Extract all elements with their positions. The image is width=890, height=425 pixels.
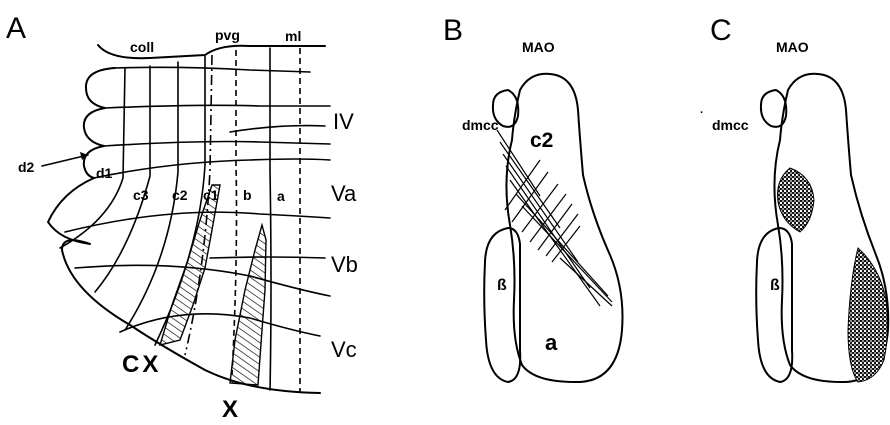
label-d2: d2 bbox=[18, 159, 35, 175]
panel-b: B MAO dmcc c2 ß a bbox=[443, 14, 623, 382]
label-c1: c1 bbox=[203, 187, 219, 203]
panel-b-mao-body bbox=[506, 74, 622, 382]
row-line-3 bbox=[104, 142, 330, 147]
row-line-2 bbox=[105, 105, 330, 108]
label-d1: d1 bbox=[96, 165, 113, 181]
row-line-vb bbox=[210, 257, 325, 258]
panel-b-beta-lobe bbox=[484, 228, 520, 382]
row-label-va: Va bbox=[331, 181, 357, 206]
panel-b-title: MAO bbox=[522, 39, 555, 55]
panel-c-letter: C bbox=[710, 14, 732, 47]
panel-b-label-a: a bbox=[545, 330, 558, 355]
label-b: b bbox=[243, 187, 252, 203]
panel-b-label-c2: c2 bbox=[530, 129, 553, 152]
panel-a-letter: A bbox=[6, 12, 26, 45]
label-pvg: pvg bbox=[215, 27, 240, 43]
label-a: a bbox=[277, 188, 285, 204]
label-coll: coll bbox=[130, 39, 154, 55]
d2-arrow-line bbox=[42, 155, 88, 166]
panel-b-label-beta: ß bbox=[497, 277, 507, 294]
label-cx: CX bbox=[122, 351, 161, 378]
label-x: X bbox=[222, 396, 241, 420]
panel-c: C MAO · dmcc ß bbox=[700, 14, 888, 382]
panel-c-dot: · bbox=[700, 107, 704, 119]
panel-c-title: MAO bbox=[776, 39, 809, 55]
row-label-iv: IV bbox=[333, 109, 354, 134]
panel-c-label-beta: ß bbox=[770, 277, 780, 294]
panel-c-label-dmcc: dmcc bbox=[712, 117, 749, 133]
panel-a-left-bulges bbox=[84, 68, 115, 178]
row-line-4 bbox=[94, 159, 330, 178]
row-label-vc: Vc bbox=[331, 337, 357, 362]
panel-a: A coll pvg ml d1 d2 bbox=[6, 12, 358, 420]
label-ml: ml bbox=[285, 28, 301, 44]
row-line-7 bbox=[120, 314, 320, 336]
hatched-region-c1 bbox=[160, 185, 220, 345]
row-line-iv bbox=[230, 126, 325, 132]
panel-b-label-dmcc: dmcc bbox=[462, 117, 499, 133]
panel-b-letter: B bbox=[443, 14, 463, 47]
col-line-a bbox=[270, 48, 271, 390]
label-c3: c3 bbox=[133, 187, 149, 203]
row-label-vb: Vb bbox=[331, 252, 358, 277]
label-c2: c2 bbox=[172, 187, 188, 203]
panel-c-stipple-c2 bbox=[778, 168, 815, 232]
